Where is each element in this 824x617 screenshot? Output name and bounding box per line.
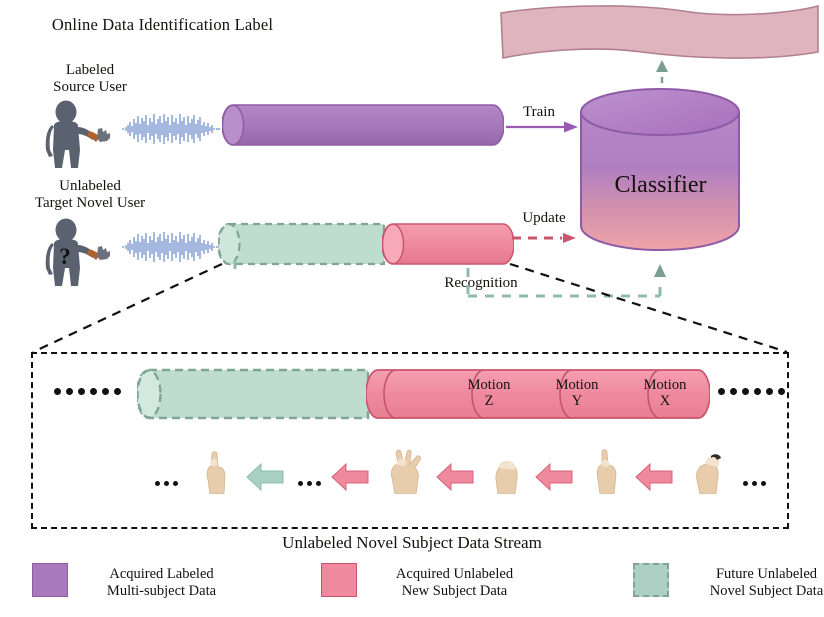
recognition-label: Recognition (444, 275, 518, 291)
motion-z-line2: Z (484, 393, 494, 410)
recognition-path (233, 260, 666, 298)
person-with-gesture-icon: ? (45, 218, 110, 286)
motion-x-line2: X (659, 393, 671, 410)
train-arrow (506, 121, 578, 133)
online-data-identification-banner (497, 2, 822, 64)
hand-gesture-icon (596, 449, 617, 494)
gesture-mid-ellipsis (298, 481, 325, 486)
acquired-unlabeled-bar (381, 222, 515, 266)
legend-2-line2: Novel Subject Data (709, 583, 824, 600)
left-arrow-icon (436, 462, 474, 492)
motion-y-line2: Y (571, 393, 583, 410)
legend-label-acquired-unlabeled: Acquired Unlabeled New Subject Data (363, 566, 546, 601)
legend-1-line1: Acquired Unlabeled (395, 566, 514, 582)
question-mark-glyph: ? (59, 244, 71, 269)
future-unlabeled-bar (216, 222, 388, 266)
update-arrow (512, 233, 576, 243)
gesture-left-ellipsis (155, 481, 182, 486)
left-arrow-icon (246, 462, 284, 492)
left-arrow-icon (535, 462, 573, 492)
left-arrow-icon (331, 462, 369, 492)
legend-label-acquired-labeled: Acquired Labeled Multi-subject Data (74, 566, 249, 601)
acquired-labeled-bar (221, 104, 505, 146)
unlabeled-target-user-label: Unlabeled Target Novel User (2, 178, 178, 212)
source-user-line1: Labeled (65, 62, 115, 78)
novel-subject-stream-panel (31, 352, 789, 529)
zoom-in-connector-lines (32, 262, 788, 354)
legend-swatch-acquired-labeled (32, 563, 68, 597)
emg-waveform-icon (122, 232, 220, 262)
update-arrow-label: Update (522, 210, 566, 226)
labeled-source-user-label: Labeled Source User (20, 62, 160, 96)
gesture-right-ellipsis (743, 481, 770, 486)
legend-1-line2: New Subject Data (401, 583, 508, 600)
legend-0-line2: Multi-subject Data (106, 583, 217, 600)
stream-acquired-run (365, 368, 711, 420)
legend-0-line1: Acquired Labeled (109, 566, 214, 582)
legend-label-future-unlabeled: Future Unlabeled Novel Subject Data (675, 566, 824, 601)
source-user-line2: Source User (53, 78, 127, 95)
motion-x-label: Motion X (622, 377, 708, 409)
motion-z-label: Motion Z (446, 377, 532, 409)
stream-caption: Unlabeled Novel Subject Data Stream (282, 533, 542, 552)
target-user-line2: Target Novel User (34, 194, 146, 211)
banner-label: Online Data Identification Label (51, 15, 274, 34)
classifier-label: Classifier (614, 172, 707, 198)
hand-gesture-icon (206, 451, 226, 494)
motion-y-label: Motion Y (534, 377, 620, 409)
banner-shape (500, 4, 819, 59)
person-with-gesture-icon (45, 100, 110, 168)
stream-left-ellipsis (54, 388, 126, 395)
target-user-line1: Unlabeled (59, 178, 121, 194)
emg-waveform-icon (122, 114, 220, 144)
hand-gesture-icon (495, 460, 518, 494)
motion-z-line1: Motion (467, 377, 511, 393)
hand-gesture-icon (391, 449, 421, 494)
legend-2-line1: Future Unlabeled (715, 566, 818, 582)
left-arrow-icon (635, 462, 673, 492)
legend-swatch-future-unlabeled (633, 563, 669, 597)
motion-x-line1: Motion (643, 377, 687, 393)
classifier-cylinder (578, 88, 743, 252)
stream-right-ellipsis (718, 388, 790, 395)
legend-swatch-acquired-unlabeled (321, 563, 357, 597)
stream-future-segment (135, 368, 372, 420)
hand-gesture-icon (696, 454, 721, 494)
motion-y-line1: Motion (555, 377, 599, 393)
train-arrow-label: Train (523, 104, 555, 120)
